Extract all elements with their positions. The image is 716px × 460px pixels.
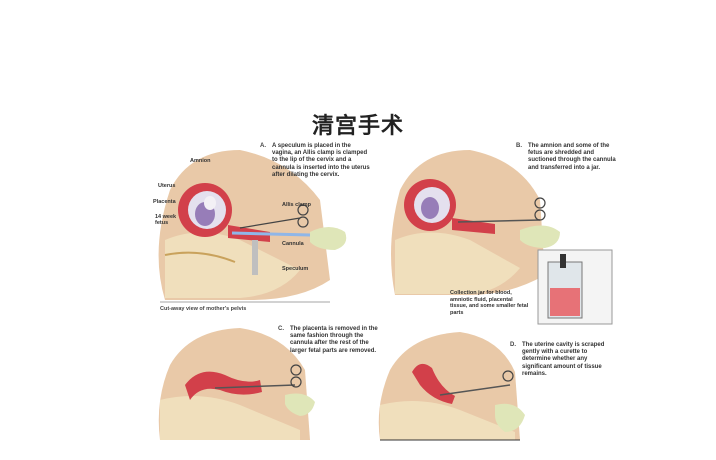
caption-c-text: The placenta is removed in the same fash… (290, 326, 378, 354)
label-placenta: Placenta (153, 199, 176, 205)
caption-b: B. The amnion and some of the fetus are … (516, 143, 618, 172)
label-fetus: 14 week fetus (155, 214, 177, 226)
caption-a: A. A speculum is placed in the vagina, a… (260, 143, 370, 179)
caption-c: C. The placenta is removed in the same f… (278, 326, 378, 355)
caption-d-text: The uterine cavity is scraped gently wit… (522, 342, 605, 377)
label-amnion: Amnion (190, 158, 211, 164)
label-allis-clamp: Allis clamp (282, 202, 312, 208)
caption-c-letter: C. (278, 326, 284, 332)
caption-a-text: A speculum is placed in the vagina, an A… (272, 143, 370, 178)
label-uterus: Uterus (158, 183, 176, 189)
caption-d-letter: D. (510, 342, 516, 348)
caption-b-text: The amnion and some of the fetus are shr… (528, 143, 616, 171)
footnote-pelvis: Cut-away view of mother's pelvis (160, 306, 247, 312)
label-collection-jar: Collection jar for blood, amniotic fluid… (450, 290, 529, 316)
diagram-title: 清宫手术 (311, 114, 404, 139)
caption-d: D. The uterine cavity is scraped gently … (510, 342, 610, 378)
label-cannula: Cannula (282, 241, 304, 247)
label-speculum: Speculum (282, 266, 309, 272)
caption-a-letter: A. (260, 143, 266, 149)
caption-b-letter: B. (516, 143, 522, 149)
